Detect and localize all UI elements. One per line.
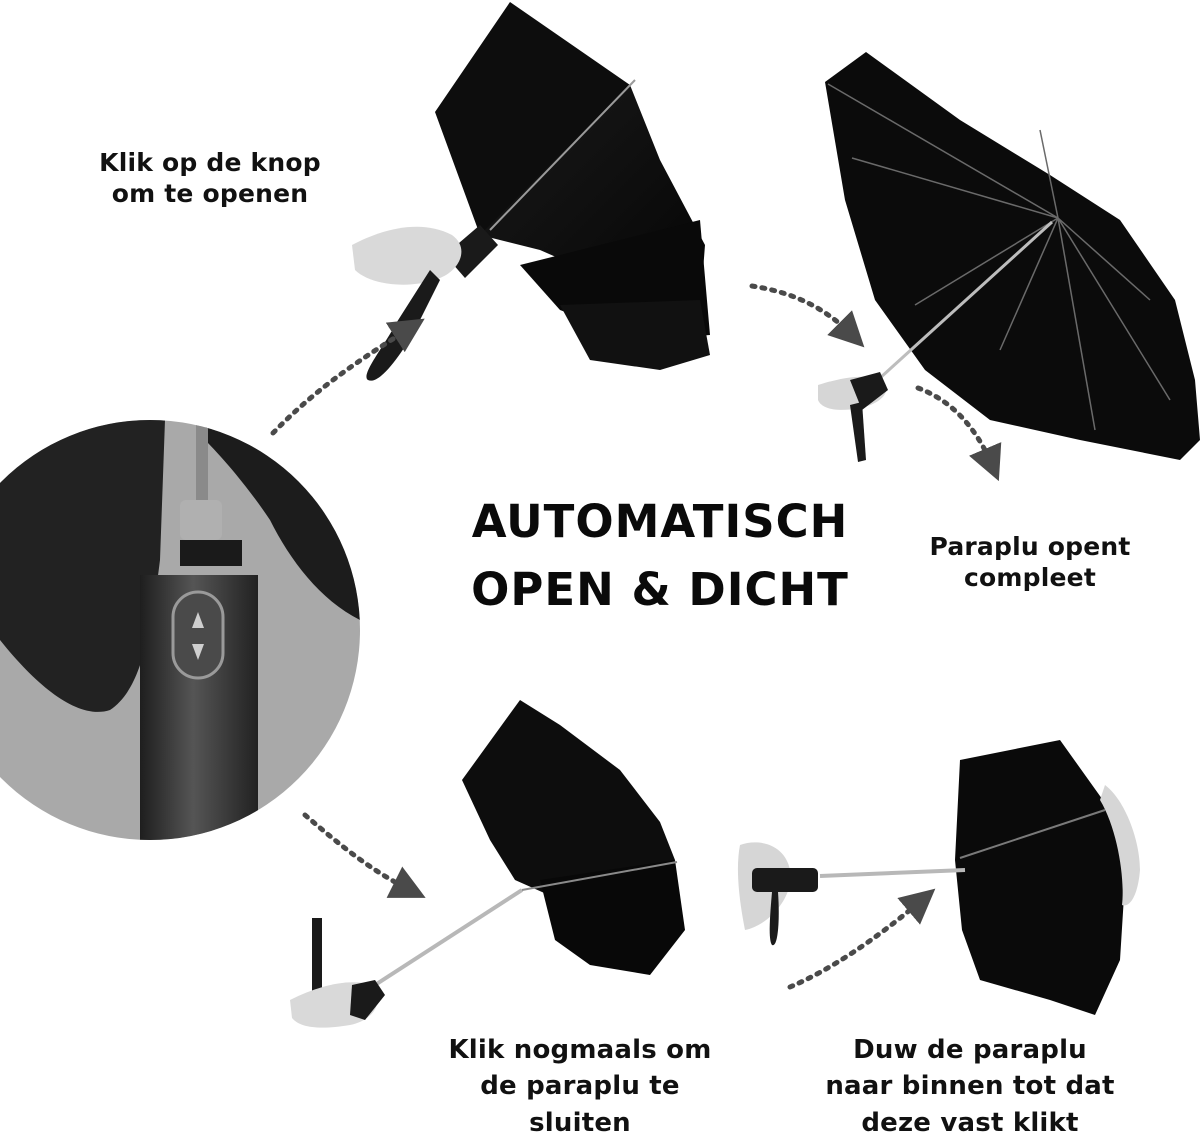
caption-line: naar binnen tot dat: [825, 1071, 1115, 1102]
caption-line: om te openen: [111, 179, 309, 209]
hand: [352, 226, 462, 285]
handle-button-closeup: [0, 420, 360, 840]
umbrella-open-illustration: [818, 52, 1200, 462]
hand: [1100, 785, 1140, 906]
up-triangle-icon: [192, 612, 204, 628]
caption-line: Duw de paraplu: [853, 1035, 1087, 1065]
caption-line: sluiten: [529, 1107, 631, 1138]
umbrella-opening-illustration: [352, 2, 710, 381]
down-triangle-icon: [192, 644, 204, 660]
caption-line: deze vast klikt: [861, 1107, 1079, 1138]
caption-line: Klik nogmaals om: [448, 1035, 712, 1065]
umbrella-closing-illustration: [290, 700, 685, 1028]
caption-step-fully-open: Paraplu opent compleet: [895, 531, 1165, 594]
arrow-up-icon: [270, 318, 425, 436]
caption-line: Paraplu opent: [929, 532, 1131, 561]
arrow-right-icon: [749, 283, 865, 348]
arrow-diagonal-icon: [302, 812, 426, 898]
caption-step-push-closed: Duw de paraplu naar binnen tot dat deze …: [800, 1032, 1140, 1141]
title-line-1: AUTOMATISCH: [471, 495, 849, 548]
caption-step-close: Klik nogmaals om de paraplu te sluiten: [420, 1032, 740, 1141]
arrow-down-icon: [915, 385, 1002, 482]
page-title: AUTOMATISCH OPEN & DICHT: [440, 488, 880, 623]
title-line-2: OPEN & DICHT: [471, 562, 849, 616]
caption-step-open: Klik op de knop om te openen: [60, 147, 360, 210]
caption-line: Klik op de knop: [99, 148, 321, 177]
open-close-button: [171, 590, 225, 680]
dotted-arrows: [270, 283, 1002, 990]
arrow-up-right-icon: [787, 888, 936, 990]
caption-line: de paraplu te: [480, 1071, 680, 1102]
caption-line: compleet: [964, 563, 1096, 593]
umbrella-push-closed-illustration: [737, 740, 1140, 1015]
